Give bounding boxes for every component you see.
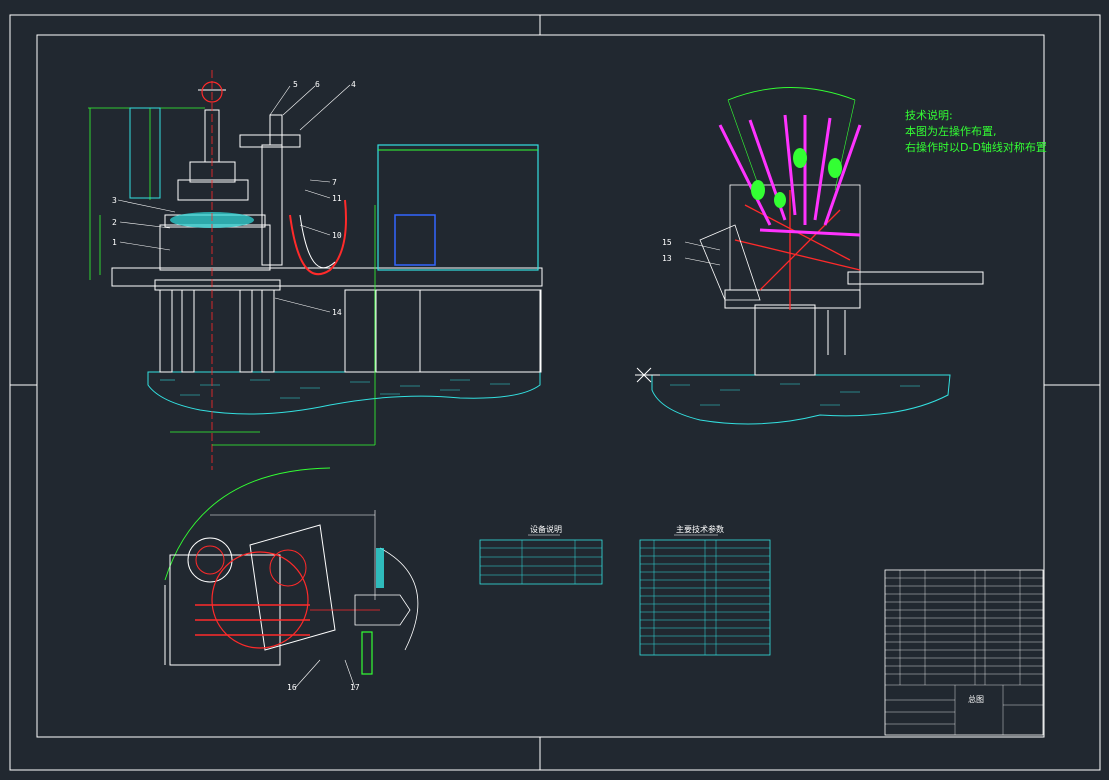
equipment-table-title: 设备说明 xyxy=(530,524,562,534)
parameter-table-title: 主要技术参数 xyxy=(676,524,724,534)
tech-notes: 技术说明: 本图为左操作布置, 右操作时以D-D轴线对称布置 xyxy=(905,108,1047,156)
foundation-right xyxy=(651,374,951,425)
foundation-left xyxy=(147,371,541,415)
equipment-table: 设备说明 xyxy=(479,524,603,585)
tech-notes-title: 技术说明: xyxy=(905,109,953,122)
part-number-16: 16 xyxy=(287,683,297,692)
tech-notes-line-1: 本图为左操作布置, xyxy=(905,125,997,138)
part-number-13: 13 xyxy=(662,254,672,263)
right-elevation-view: 15 13 xyxy=(635,87,984,425)
left-elevation-view: 1 2 3 4 5 6 7 10 11 14 xyxy=(88,70,543,470)
part-number-5: 5 xyxy=(293,80,298,89)
plan-view: 16 17 xyxy=(164,467,419,692)
title-block-name: 总图 xyxy=(968,694,984,704)
part-number-14: 14 xyxy=(332,308,342,317)
tech-notes-line-2: 右操作时以D-D轴线对称布置 xyxy=(905,141,1047,154)
part-number-10: 10 xyxy=(332,231,342,240)
drawing-frame xyxy=(9,14,1101,771)
part-number-2: 2 xyxy=(112,218,117,227)
parameter-table: 主要技术参数 xyxy=(639,524,771,656)
part-number-15: 15 xyxy=(662,238,672,247)
part-number-3: 3 xyxy=(112,196,117,205)
part-number-11: 11 xyxy=(332,194,342,203)
part-number-1: 1 xyxy=(112,238,117,247)
part-number-7: 7 xyxy=(332,178,337,187)
part-number-6: 6 xyxy=(315,80,320,89)
part-number-17: 17 xyxy=(350,683,360,692)
part-number-4: 4 xyxy=(351,80,356,89)
title-block: 总图 xyxy=(884,569,1044,736)
